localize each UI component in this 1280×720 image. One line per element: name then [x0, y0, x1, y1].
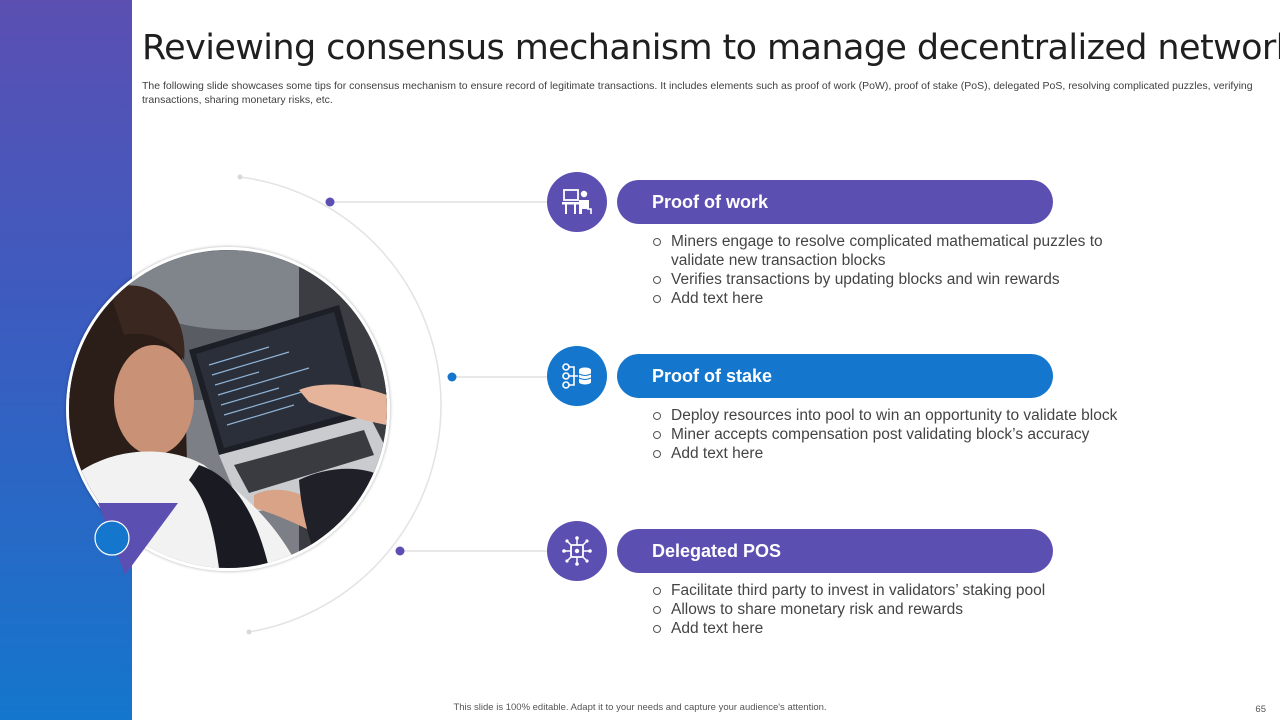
list-item: Verifies transactions by updating blocks…	[651, 270, 1151, 289]
delegated-pos-heading: Delegated POS	[617, 529, 1053, 573]
arc-end-dot-top	[237, 174, 243, 180]
page-number: 65	[1255, 704, 1266, 715]
connector-dot-2	[447, 372, 457, 382]
list-item: Deploy resources into pool to win an opp…	[651, 406, 1151, 425]
list-item: Allows to share monetary risk and reward…	[651, 600, 1151, 619]
proof-of-stake-bullets: Deploy resources into pool to win an opp…	[651, 406, 1151, 463]
proof-of-work-heading: Proof of work	[617, 180, 1053, 224]
accent-triangle	[98, 503, 178, 575]
list-item: Add text here	[651, 619, 1151, 638]
list-item: Add text here	[651, 289, 1151, 308]
list-item: Facilitate third party to invest in vali…	[651, 581, 1151, 600]
chip-network-icon	[562, 536, 592, 566]
slide-subtitle: The following slide showcases some tips …	[142, 80, 1253, 106]
list-item: Add text here	[651, 444, 1151, 463]
slide-footer-note: This slide is 100% editable. Adapt it to…	[453, 702, 827, 713]
network-database-icon	[562, 363, 592, 389]
worker-at-desk-icon	[562, 189, 592, 214]
connector-dot-1	[325, 197, 335, 207]
accent-circle	[94, 520, 130, 556]
proof-of-work-bullets: Miners engage to resolve complicated mat…	[651, 232, 1151, 308]
arc-end-dot-bottom	[246, 629, 252, 635]
list-item: Miners engage to resolve complicated mat…	[651, 232, 1151, 270]
slide-title: Reviewing consensus mechanism to manage …	[142, 28, 1280, 68]
proof-of-work-icon-badge	[547, 172, 607, 232]
delegated-pos-bullets: Facilitate third party to invest in vali…	[651, 581, 1151, 638]
connector-dot-3	[395, 546, 405, 556]
delegated-pos-icon-badge	[547, 521, 607, 581]
proof-of-stake-heading: Proof of stake	[617, 354, 1053, 398]
proof-of-stake-icon-badge	[547, 346, 607, 406]
list-item: Miner accepts compensation post validati…	[651, 425, 1151, 444]
decorative-arc	[239, 176, 442, 633]
